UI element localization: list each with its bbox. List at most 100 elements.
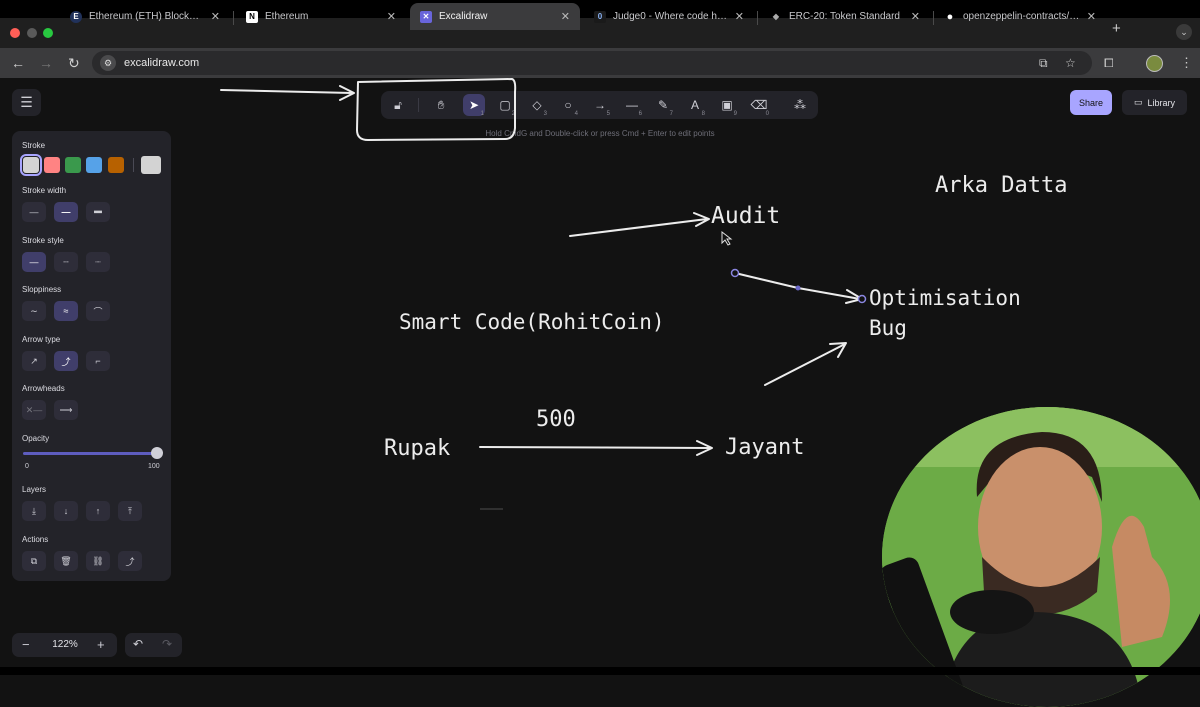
- opacity-label: Opacity: [22, 434, 50, 443]
- layers-label: Layers: [22, 485, 47, 494]
- browser-tab-strip: [0, 18, 1200, 48]
- close-window-button[interactable]: [10, 28, 20, 38]
- opacity-slider-track[interactable]: [23, 452, 157, 455]
- redo-button[interactable]: ↷: [162, 637, 173, 651]
- site-settings-icon[interactable]: ⚙: [100, 55, 116, 71]
- extensions-icon[interactable]: ⧠: [1104, 56, 1114, 70]
- stroke-style-dashed-button[interactable]: ┄: [54, 252, 78, 272]
- arrowhead-end-button[interactable]: ⟶: [54, 400, 78, 420]
- screen-bottom-edge: [0, 667, 1200, 675]
- browser-tab-excalidraw[interactable]: ✕ Excalidraw ✕: [410, 3, 580, 30]
- stroke-color-swatch[interactable]: [86, 157, 102, 173]
- image-tool-button[interactable]: ▣9: [716, 94, 738, 117]
- main-menu-button[interactable]: ☰: [12, 89, 41, 116]
- tool-shortcut-number: 6: [638, 111, 642, 117]
- undo-button[interactable]: ↶: [133, 637, 144, 651]
- sloppiness-artist-button[interactable]: ≈: [54, 301, 78, 321]
- arrowheads-label: Arrowheads: [22, 384, 65, 393]
- hand-tool-button[interactable]: ✋︎: [430, 94, 452, 116]
- share-button[interactable]: Share: [1070, 90, 1112, 115]
- stroke-style-solid-button[interactable]: ―: [22, 252, 46, 272]
- stroke-color-swatch[interactable]: [108, 157, 124, 173]
- library-button[interactable]: ▭ Library: [1122, 90, 1187, 115]
- stroke-style-dotted-button[interactable]: ┈: [86, 252, 110, 272]
- diamond-tool-button[interactable]: ◇3: [526, 94, 548, 117]
- minimize-window-button[interactable]: [27, 28, 37, 38]
- stroke-width-extra-bold-button[interactable]: ━: [86, 202, 110, 222]
- ethereum-favicon-icon: ◆: [772, 12, 780, 21]
- stroke-color-swatch[interactable]: [44, 157, 60, 173]
- arrow-tool-button[interactable]: →5: [589, 94, 611, 117]
- current-stroke-color[interactable]: [141, 156, 161, 174]
- install-app-icon[interactable]: ⧉: [1039, 56, 1048, 70]
- stroke-color-swatch[interactable]: [65, 157, 81, 173]
- selection-icon: ➤: [468, 98, 480, 112]
- profile-avatar-icon[interactable]: [1146, 55, 1163, 72]
- line-tool-button[interactable]: —6: [621, 94, 643, 117]
- address-bar[interactable]: [92, 51, 1092, 75]
- lock-tool-button[interactable]: 🔓︎: [387, 94, 409, 116]
- diamond-icon: ◇: [532, 98, 542, 112]
- sloppiness-label: Sloppiness: [22, 285, 62, 294]
- image-icon: ▣: [721, 98, 733, 112]
- forward-arrow-icon[interactable]: →: [39, 55, 53, 71]
- bookmark-star-icon[interactable]: ☆: [1065, 56, 1076, 70]
- zoom-in-button[interactable]: +: [97, 637, 105, 652]
- close-tab-icon[interactable]: ✕: [910, 11, 920, 23]
- link-icon[interactable]: ⛓︎: [86, 551, 110, 571]
- arrow-type-elbow-button[interactable]: ⌐: [86, 351, 110, 371]
- more-tools-icon: ⁂: [794, 98, 806, 112]
- stroke-width-label: Stroke width: [22, 186, 67, 195]
- sloppiness-cartoonist-button[interactable]: ⌒: [86, 301, 110, 321]
- zoom-level[interactable]: 122%: [52, 639, 78, 650]
- arrowhead-start-button[interactable]: ✕―: [22, 400, 46, 420]
- menu-kebab-icon[interactable]: ⋮: [1180, 55, 1193, 70]
- close-tab-icon[interactable]: ✕: [1086, 11, 1096, 23]
- tab-search-icon[interactable]: ⌄: [1176, 24, 1192, 40]
- macos-menubar: [0, 0, 1200, 18]
- reload-icon[interactable]: ↻: [68, 55, 80, 71]
- bring-to-front-button[interactable]: ⤒: [118, 501, 142, 521]
- opacity-max: 100: [148, 463, 160, 470]
- sloppiness-architect-button[interactable]: ∼: [22, 301, 46, 321]
- hand-icon: ✋︎: [437, 97, 445, 112]
- close-tab-icon[interactable]: ✕: [734, 11, 744, 23]
- duplicate-icon[interactable]: ⧉: [22, 551, 46, 571]
- pencil-tool-button[interactable]: ✎7: [652, 94, 674, 117]
- zoom-out-button[interactable]: −: [22, 637, 30, 652]
- opacity-slider-handle[interactable]: [151, 447, 163, 459]
- close-tab-icon[interactable]: ✕: [210, 11, 220, 23]
- edit-line-icon[interactable]: ⤴: [118, 551, 142, 571]
- browser-tab-erc20[interactable]: ◆ ERC-20: Token Standard ✕: [760, 3, 930, 30]
- ellipse-tool-button[interactable]: ○4: [557, 94, 579, 117]
- arrow-type-sharp-button[interactable]: ↗: [22, 351, 46, 371]
- delete-icon[interactable]: 🗑︎: [54, 551, 78, 571]
- stroke-width-thin-button[interactable]: ―: [22, 202, 46, 222]
- more-tools-tool-button[interactable]: ⁂: [789, 94, 811, 116]
- judge0-favicon-icon: 0: [594, 10, 606, 23]
- selection-tool-button[interactable]: ➤1: [463, 94, 485, 117]
- tool-shortcut-number: 4: [574, 111, 578, 117]
- eraser-tool-button[interactable]: ⌫0: [748, 94, 770, 117]
- browser-tab-judge0[interactable]: 0 Judge0 - Where code happens ✕: [584, 3, 754, 30]
- bring-forward-button[interactable]: ↑: [86, 501, 110, 521]
- browser-tab-etherscan[interactable]: E Ethereum (ETH) Blockchain Explorer ✕: [60, 3, 230, 30]
- stroke-width-bold-button[interactable]: ―: [54, 202, 78, 222]
- arrow-type-label: Arrow type: [22, 335, 61, 344]
- close-tab-icon[interactable]: ✕: [560, 11, 570, 23]
- stroke-color-swatch[interactable]: [20, 154, 42, 176]
- arrow-type-curved-button[interactable]: ⤴: [54, 351, 78, 371]
- book-icon: ▭: [1133, 97, 1143, 107]
- back-arrow-icon[interactable]: ←: [11, 55, 25, 71]
- maximize-window-button[interactable]: [43, 28, 53, 38]
- close-tab-icon[interactable]: ✕: [386, 11, 396, 23]
- rectangle-tool-button[interactable]: ▢2: [494, 94, 516, 117]
- browser-tab-openzeppelin[interactable]: ● openzeppelin-contracts/contracts ✕: [934, 3, 1106, 30]
- send-backward-button[interactable]: ↓: [54, 501, 78, 521]
- url-text[interactable]: excalidraw.com: [124, 57, 200, 69]
- send-to-back-button[interactable]: ⤓: [22, 501, 46, 521]
- new-tab-button[interactable]: +: [1112, 20, 1121, 37]
- browser-tab-notion-ethereum[interactable]: N Ethereum ✕: [236, 3, 406, 30]
- eraser-icon: ⌫: [750, 98, 768, 112]
